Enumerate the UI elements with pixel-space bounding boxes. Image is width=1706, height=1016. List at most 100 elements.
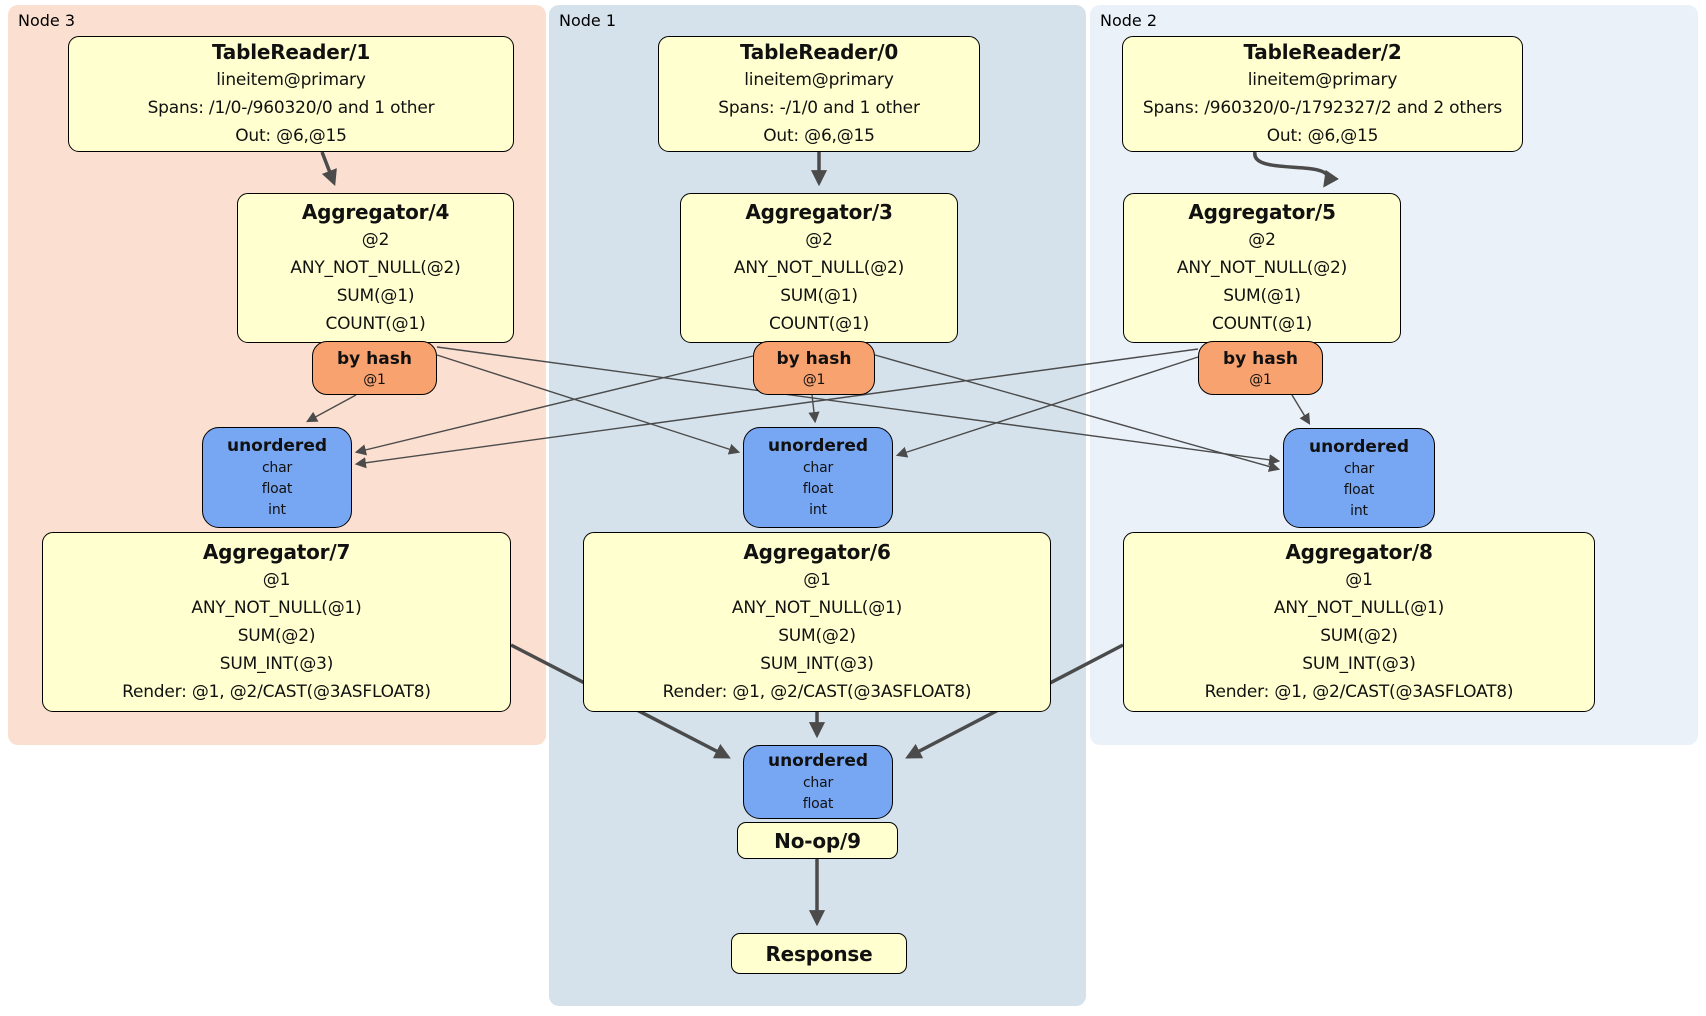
box-line: SUM(@2): [778, 626, 856, 646]
sync-column: float: [261, 481, 293, 497]
router-title: by hash: [776, 348, 852, 369]
box-line: @2: [805, 230, 833, 250]
router-title: by hash: [1223, 348, 1298, 369]
box-line: @2: [361, 230, 390, 250]
edge-router4-to-sync3: [306, 394, 357, 423]
edge-router5-to-sync1: [895, 356, 1199, 458]
box-title: Aggregator/6: [743, 540, 891, 564]
node2-label: Node 2: [1100, 11, 1158, 30]
edge-router3-to-sync3: [354, 355, 754, 456]
sync-column: char: [261, 460, 293, 476]
box-line: SUM_INT(@3): [219, 654, 334, 674]
box-line: Out: @6,@15: [1266, 126, 1379, 146]
sync-column: char: [1343, 460, 1375, 477]
box-title: Aggregator/4: [301, 200, 450, 224]
edge-router5-to-sync2: [1291, 394, 1311, 425]
sync-title: unordered: [767, 436, 869, 456]
box-line: ANY_NOT_NULL(@1): [191, 598, 362, 618]
sync-column: float: [1343, 481, 1375, 498]
sync-column: int: [1350, 502, 1368, 519]
table-reader-2-box: TableReader/2 lineitem@primary Spans: /9…: [1122, 36, 1523, 152]
router-columns: @1: [363, 371, 386, 388]
table-reader-0-box: TableReader/0 lineitem@primary Spans: -/…: [658, 36, 980, 152]
aggregator-3-box: Aggregator/3 @2 ANY_NOT_NULL(@2) SUM(@1)…: [680, 193, 958, 343]
box-line: Render: @1, @2/CAST(@3ASFLOAT8): [662, 682, 972, 702]
edge-router3-to-sync2: [874, 354, 1281, 472]
sync-column: char: [802, 460, 834, 476]
box-title: TableReader/2: [1243, 40, 1402, 64]
box-line: ANY_NOT_NULL(@2): [733, 258, 905, 278]
sync-column: int: [268, 502, 286, 518]
aggregator-4-box: Aggregator/4 @2 ANY_NOT_NULL(@2) SUM(@1)…: [237, 193, 514, 343]
edge-router5-to-sync3: [354, 348, 1199, 469]
edge-router4-to-sync1: [436, 354, 741, 455]
box-line: Out: @6,@15: [235, 126, 347, 146]
table-reader-1-box: TableReader/1 lineitem@primary Spans: /1…: [68, 36, 514, 152]
node1-label: Node 1: [559, 11, 617, 30]
edge-router4-to-sync2: [436, 346, 1281, 466]
box-line: ANY_NOT_NULL(@2): [290, 258, 461, 278]
box-line: Render: @1, @2/CAST(@3ASFLOAT8): [1204, 682, 1514, 702]
sync-column: float: [802, 481, 834, 497]
box-title: TableReader/0: [739, 40, 899, 64]
box-line: COUNT(@1): [1211, 314, 1313, 334]
box-line: SUM(@2): [237, 626, 316, 646]
box-line: SUM(@1): [780, 286, 858, 306]
edge-router3-to-sync1: [808, 394, 820, 424]
hash-router-4: by hash @1: [312, 341, 437, 395]
hash-router-3: by hash @1: [753, 341, 875, 395]
box-line: SUM(@2): [1320, 626, 1398, 646]
box-line: lineitem@primary: [744, 70, 894, 90]
box-title: Aggregator/3: [745, 200, 893, 224]
router-columns: @1: [1249, 371, 1272, 388]
sync-column: int: [809, 502, 827, 518]
box-line: Spans: /1/0-/960320/0 and 1 other: [147, 98, 435, 118]
box-line: @1: [262, 570, 291, 590]
edge-tr1-to-agg4: [320, 151, 337, 187]
box-line: Out: @6,@15: [763, 126, 875, 146]
box-line: Render: @1, @2/CAST(@3ASFLOAT8): [122, 682, 431, 702]
box-title: Aggregator/5: [1188, 200, 1336, 224]
box-line: SUM_INT(@3): [1302, 654, 1416, 674]
noop-box: No-op/9: [737, 822, 898, 859]
sync-column: char: [802, 775, 834, 791]
box-title: Aggregator/7: [202, 540, 351, 564]
box-line: @1: [803, 570, 831, 590]
sync-column: float: [802, 796, 834, 812]
router-title: by hash: [337, 348, 412, 369]
unordered-sync-node1: unordered char float int: [743, 427, 893, 528]
sync-title: unordered: [1308, 436, 1410, 457]
box-line: ANY_NOT_NULL(@1): [1273, 598, 1445, 618]
edge-tr2-to-agg5: [1253, 151, 1339, 188]
hash-router-5: by hash @1: [1198, 341, 1323, 395]
box-line: SUM_INT(@3): [760, 654, 874, 674]
response-box: Response: [731, 933, 907, 974]
box-title: No-op/9: [774, 828, 861, 853]
aggregator-7-box: Aggregator/7 @1 ANY_NOT_NULL(@1) SUM(@2)…: [42, 532, 511, 712]
box-line: @2: [1248, 230, 1276, 250]
box-line: COUNT(@1): [768, 314, 870, 334]
box-line: Spans: /960320/0-/1792327/2 and 2 others: [1142, 98, 1503, 118]
sync-title: unordered: [767, 751, 869, 771]
box-line: SUM(@1): [1223, 286, 1301, 306]
unordered-sync-final: unordered char float: [743, 745, 893, 819]
unordered-sync-node2: unordered char float int: [1283, 428, 1435, 528]
box-title: TableReader/1: [211, 40, 371, 64]
box-line: ANY_NOT_NULL(@2): [1176, 258, 1348, 278]
router-columns: @1: [802, 371, 826, 388]
node3-label: Node 3: [18, 11, 76, 30]
box-line: lineitem@primary: [216, 70, 366, 90]
box-line: ANY_NOT_NULL(@1): [731, 598, 903, 618]
box-line: SUM(@1): [336, 286, 415, 306]
box-line: lineitem@primary: [1247, 70, 1398, 90]
box-title: Response: [765, 941, 873, 966]
box-line: @1: [1345, 570, 1373, 590]
sync-title: unordered: [226, 436, 328, 456]
box-line: Spans: -/1/0 and 1 other: [718, 98, 920, 118]
unordered-sync-node3: unordered char float int: [202, 427, 352, 528]
box-title: Aggregator/8: [1285, 540, 1433, 564]
aggregator-6-box: Aggregator/6 @1 ANY_NOT_NULL(@1) SUM(@2)…: [583, 532, 1051, 712]
box-line: COUNT(@1): [325, 314, 426, 334]
aggregator-8-box: Aggregator/8 @1 ANY_NOT_NULL(@1) SUM(@2)…: [1123, 532, 1595, 712]
